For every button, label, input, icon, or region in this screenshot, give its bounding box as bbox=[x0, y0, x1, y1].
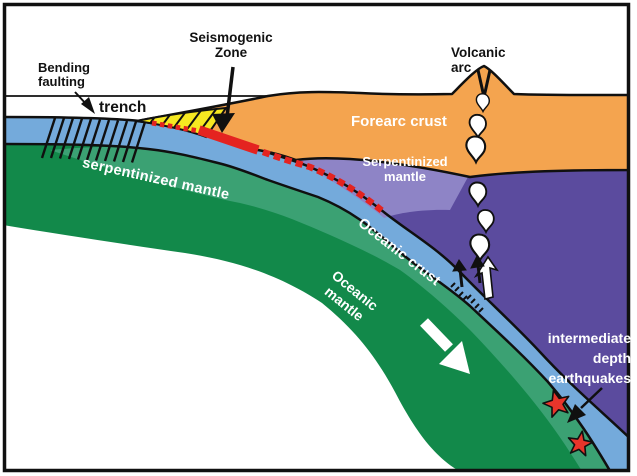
label-forearc-crust: Forearc crust bbox=[351, 113, 447, 130]
label-bending-line2: faulting bbox=[38, 74, 85, 90]
plate-interface-dashes-lower bbox=[261, 148, 388, 216]
seismogenic-zone-arrow bbox=[212, 66, 235, 133]
serpentinized-mantle-wedge-region bbox=[294, 157, 468, 218]
earthquake-star bbox=[567, 430, 594, 457]
earthquakes-arrow bbox=[567, 387, 603, 423]
label-serpwedge-line2: mantle bbox=[384, 168, 426, 184]
label-eq-line1: intermediate bbox=[547, 330, 631, 346]
label-eq-line3: earthquakes bbox=[548, 370, 631, 387]
label-seismogenic-zone: Seismogenic Zone bbox=[176, 30, 286, 60]
label-volcanic-arc: Volcanic arc bbox=[451, 45, 506, 75]
dehydration-ticks bbox=[450, 282, 484, 313]
label-volcanic-line1: Volcanic bbox=[451, 45, 506, 60]
label-seismogenic-line2: Zone bbox=[214, 44, 248, 60]
label-trench: trench bbox=[99, 99, 147, 116]
fluid-rise-arrow-white bbox=[473, 255, 499, 300]
seismogenic-zone-bar bbox=[197, 125, 260, 155]
serpentinized-slab-mantle-region bbox=[50, 146, 613, 476]
mantle-wedge-region bbox=[296, 148, 637, 445]
slab-bottom-boundary bbox=[2, 142, 615, 476]
label-eq-line2: depth bbox=[592, 350, 631, 367]
fluid-rise-arrows-black bbox=[452, 255, 485, 288]
label-bending-line1: Bending bbox=[38, 60, 90, 75]
label-serpwedge-line1: Serpentinized bbox=[362, 154, 448, 169]
bending-faulting-arrow bbox=[74, 91, 95, 114]
label-serpentinized-mantle-wedge: Serpentinized mantle bbox=[344, 154, 466, 185]
oceanic-crust-region bbox=[3, 117, 637, 476]
earthquake-star bbox=[542, 389, 570, 418]
label-volcanic-line2: arc bbox=[451, 59, 472, 75]
forearc-crust-region bbox=[135, 64, 636, 179]
slab-motion-arrow bbox=[420, 318, 470, 374]
label-intermediate-depth-earthquakes: intermediate depth earthquakes bbox=[498, 328, 631, 388]
label-bending-faulting: Bending faulting bbox=[38, 60, 90, 90]
label-seismogenic-line1: Seismogenic bbox=[189, 30, 273, 45]
oceanic-mantle-region bbox=[3, 144, 613, 476]
bending-fault-lines bbox=[40, 117, 147, 163]
